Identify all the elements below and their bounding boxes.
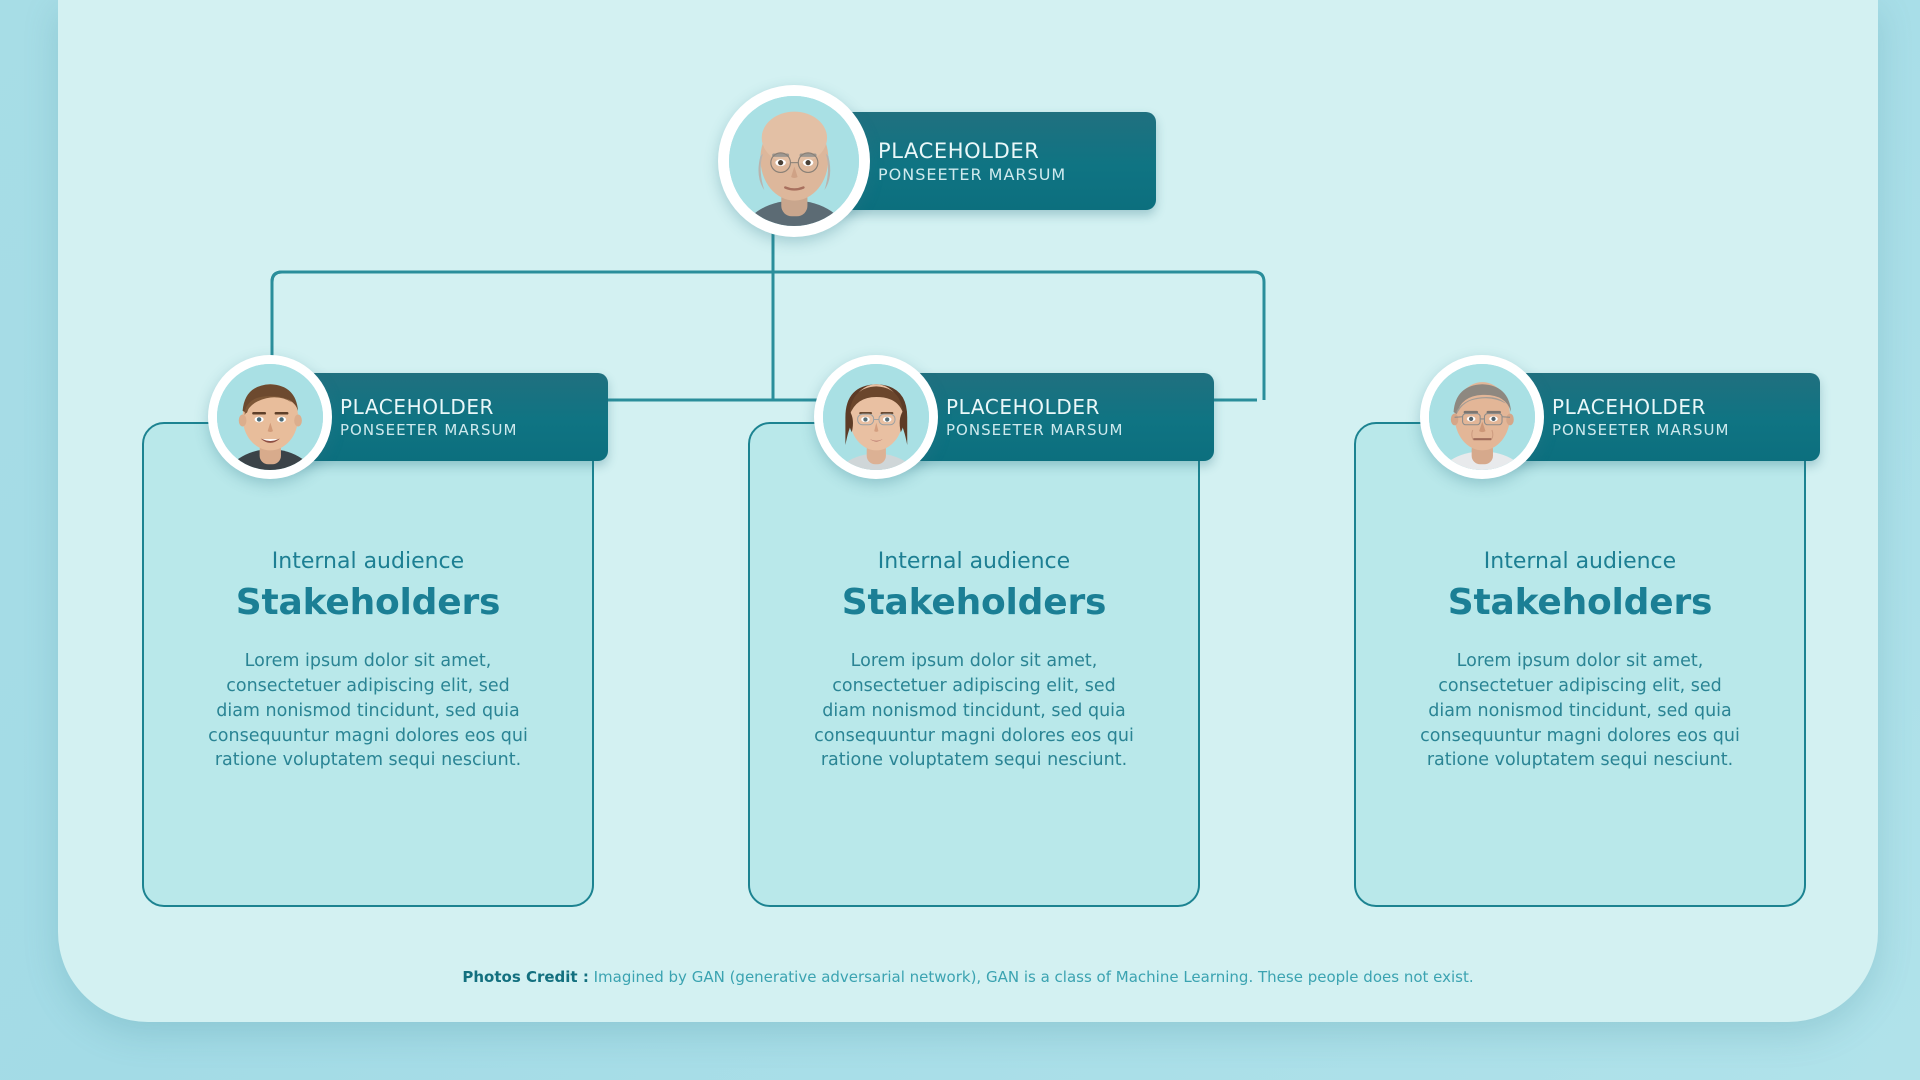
card-body: Internal audience Stakeholders Lorem ips… [750,549,1198,773]
card-eyebrow: Internal audience [271,549,465,574]
infographic-panel: PLACEHOLDER PONSEETER MARSUM Internal au… [58,0,1878,1022]
card-body: Internal audience Stakeholders Lorem ips… [1356,549,1804,773]
node-label-box: PLACEHOLDER PONSEETER MARSUM [888,373,1214,461]
node-label-box: PLACEHOLDER PONSEETER MARSUM [1494,373,1820,461]
node-label-box: PLACEHOLDER PONSEETER MARSUM [816,112,1156,210]
card-description: Lorem ipsum dolor sit amet, consectetuer… [208,651,528,771]
card-body: Internal audience Stakeholders Lorem ips… [144,549,592,773]
avatar-young-man-smiling [208,355,332,479]
node-title: PLACEHOLDER [1552,394,1707,419]
credit-label: Photos Credit : [462,968,589,986]
card-heading: Stakeholders [235,582,501,623]
credit-text: Imagined by GAN (generative adversarial … [588,968,1474,986]
node-subtitle: PONSEETER MARSUM [1552,420,1730,439]
avatar-image [1428,363,1536,471]
avatar-elderly-man-bald [718,85,870,237]
node-title: PLACEHOLDER [340,394,495,419]
node-title: PLACEHOLDER [946,394,1101,419]
avatar-older-man-glasses [1420,355,1544,479]
org-node-root[interactable]: PLACEHOLDER PONSEETER MARSUM [718,85,1156,237]
node-label-box: PLACEHOLDER PONSEETER MARSUM [282,373,608,461]
avatar-image [728,95,860,227]
org-node-branch-2[interactable]: PLACEHOLDER PONSEETER MARSUM [814,355,1214,479]
card-eyebrow: Internal audience [877,549,1071,574]
org-node-branch-3[interactable]: PLACEHOLDER PONSEETER MARSUM [1420,355,1820,479]
node-subtitle: PONSEETER MARSUM [340,420,518,439]
branch-card: Internal audience Stakeholders Lorem ips… [142,422,594,907]
org-node-branch-1[interactable]: PLACEHOLDER PONSEETER MARSUM [208,355,608,479]
avatar-image [822,363,930,471]
card-description: Lorem ipsum dolor sit amet, consectetuer… [1420,651,1740,771]
card-heading: Stakeholders [841,582,1107,623]
card-heading: Stakeholders [1447,582,1713,623]
card-description: Lorem ipsum dolor sit amet, consectetuer… [814,651,1134,771]
card-eyebrow: Internal audience [1483,549,1677,574]
node-subtitle: PONSEETER MARSUM [946,420,1124,439]
branch-card: Internal audience Stakeholders Lorem ips… [748,422,1200,907]
photos-credit: Photos Credit : Imagined by GAN (generat… [58,968,1878,986]
node-title: PLACEHOLDER [878,138,1040,163]
branch-card: Internal audience Stakeholders Lorem ips… [1354,422,1806,907]
avatar-woman-glasses [814,355,938,479]
node-subtitle: PONSEETER MARSUM [878,164,1067,184]
avatar-image [216,363,324,471]
